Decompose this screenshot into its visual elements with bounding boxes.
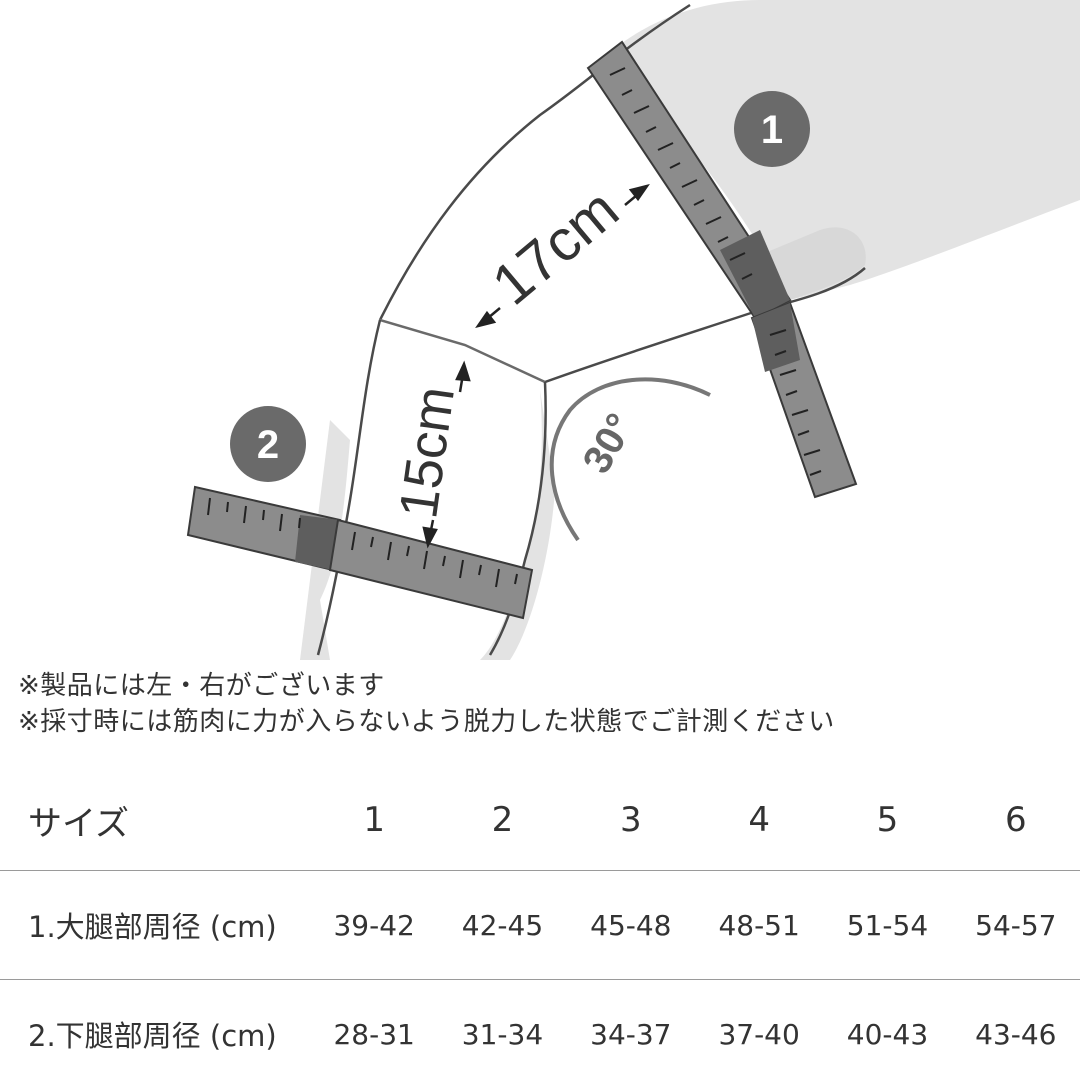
shin-shadow <box>480 390 555 660</box>
table-cell: 31-34 <box>438 980 566 1088</box>
size-header-cell: 4 <box>695 770 823 871</box>
table-cell: 54-57 <box>952 871 1080 980</box>
table-cell: 39-42 <box>310 871 438 980</box>
knee-measurement-illustration: 17cm 15cm 30° 1 2 <box>0 0 1080 660</box>
calf-tape <box>188 487 532 618</box>
marker-2-label: 2 <box>257 423 279 467</box>
size-header-cell: 5 <box>823 770 951 871</box>
table-cell: 42-45 <box>438 871 566 980</box>
row-label-calf: 2.下腿部周径 (cm) <box>0 980 310 1088</box>
thigh-length-label: 17cm <box>480 177 630 318</box>
table-cell: 43-46 <box>952 980 1080 1088</box>
calf-length-label: 15cm <box>388 383 466 522</box>
table-cell: 28-31 <box>310 980 438 1088</box>
table-row: 2.下腿部周径 (cm) 28-31 31-34 34-37 37-40 40-… <box>0 980 1080 1088</box>
table-cell: 37-40 <box>695 980 823 1088</box>
note-left-right: ※製品には左・右がございます <box>18 668 835 704</box>
size-header-cell: 6 <box>952 770 1080 871</box>
note-relax-muscle: ※採寸時には筋肉に力が入らないよう脱力した状態でご計測ください <box>18 704 835 740</box>
row-label-thigh: 1.大腿部周径 (cm) <box>0 871 310 980</box>
size-table: サイズ 1 2 3 4 5 6 1.大腿部周径 (cm) 39-42 42-45… <box>0 770 1080 1088</box>
table-row: 1.大腿部周径 (cm) 39-42 42-45 45-48 48-51 51-… <box>0 871 1080 980</box>
size-header-cell: 2 <box>438 770 566 871</box>
table-cell: 51-54 <box>823 871 951 980</box>
marker-1-label: 1 <box>761 108 783 152</box>
table-cell: 45-48 <box>567 871 695 980</box>
angle-label: 30° <box>575 406 643 480</box>
table-cell: 34-37 <box>567 980 695 1088</box>
size-header-row: サイズ 1 2 3 4 5 6 <box>0 770 1080 871</box>
table-cell: 40-43 <box>823 980 951 1088</box>
marker-2: 2 <box>230 406 306 482</box>
measurement-notes: ※製品には左・右がございます ※採寸時には筋肉に力が入らないよう脱力した状態でご… <box>18 668 835 740</box>
size-header-cell: 1 <box>310 770 438 871</box>
size-header-cell: 3 <box>567 770 695 871</box>
size-header-label: サイズ <box>0 770 310 871</box>
marker-1: 1 <box>734 91 810 167</box>
table-cell: 48-51 <box>695 871 823 980</box>
